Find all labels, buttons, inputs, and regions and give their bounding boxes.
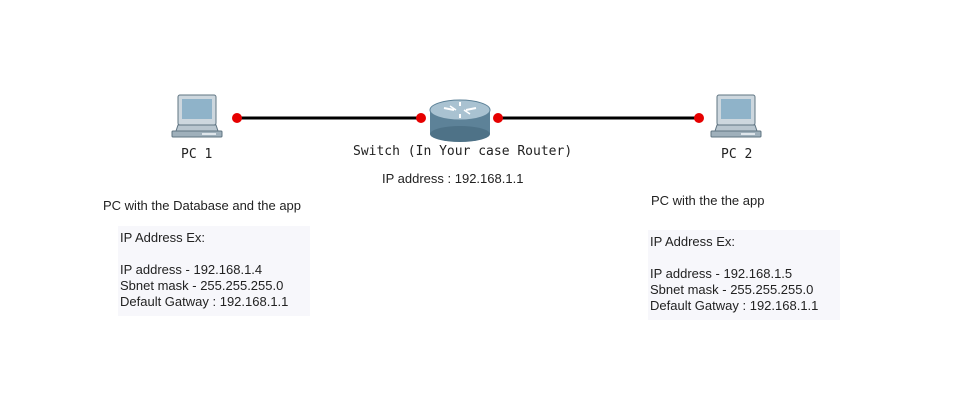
note-subnet-mask: Sbnet mask - 255.255.255.0 — [650, 282, 814, 297]
note-title: IP Address Ex: — [650, 234, 736, 249]
note-default-gateway: Default Gatway : 192.168.1.1 — [120, 294, 289, 309]
right-ip-note: IP Address Ex: IP address - 192.168.1.5 … — [648, 230, 840, 320]
left-note-caption: PC with the Database and the app — [103, 198, 302, 213]
desktop-pc-icon — [171, 94, 223, 138]
port-dot — [232, 113, 242, 123]
pc1-label: PC 1 — [181, 147, 213, 162]
switch-ip-label: IP address : 192.168.1.1 — [382, 171, 524, 186]
port-dot — [694, 113, 704, 123]
note-ip-address: IP address - 192.168.1.5 — [650, 266, 793, 281]
port-dot — [493, 113, 503, 123]
note-ip-address: IP address - 192.168.1.4 — [120, 262, 263, 277]
note-title: IP Address Ex: — [120, 230, 206, 245]
pc2-label: PC 2 — [721, 147, 753, 162]
router-icon — [429, 99, 491, 142]
right-note-caption: PC with the the app — [651, 193, 765, 208]
switch-label: Switch (In Your case Router) — [353, 144, 573, 159]
note-subnet-mask: Sbnet mask - 255.255.255.0 — [120, 278, 284, 293]
left-ip-note: IP Address Ex: IP address - 192.168.1.4 … — [118, 226, 310, 316]
note-default-gateway: Default Gatway : 192.168.1.1 — [650, 298, 819, 313]
desktop-pc-icon — [710, 94, 762, 138]
port-dot — [416, 113, 426, 123]
